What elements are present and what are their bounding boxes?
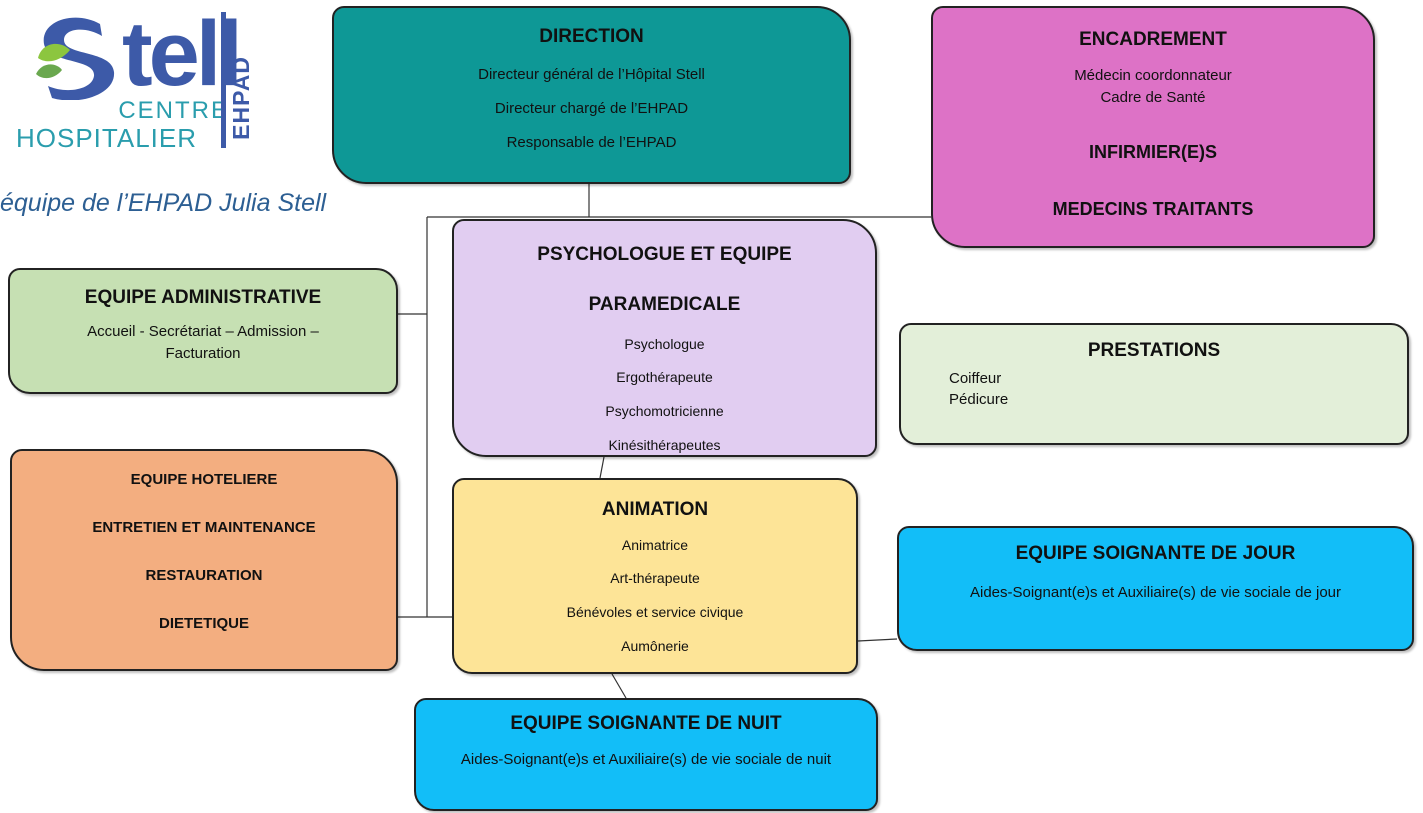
prestations-title: PRESTATIONS bbox=[1087, 340, 1221, 361]
direction-box: DIRECTION Directeur général de l’Hôpital… bbox=[332, 6, 851, 184]
admin-line: Accueil - Secrétariat – Admission – bbox=[87, 322, 319, 340]
encadrement-box: ENCADREMENT Médecin coordonnateur Cadre … bbox=[931, 6, 1375, 248]
psycho-line: Psychomotricienne bbox=[605, 403, 724, 420]
soignante-jour-box: EQUIPE SOIGNANTE DE JOUR Aides-Soignant(… bbox=[897, 526, 1414, 651]
stell-logo: tell CENTRE HOSPITALIER EHPAD bbox=[14, 8, 259, 162]
encadrement-medecins: MEDECINS TRAITANTS bbox=[1052, 199, 1254, 220]
encadrement-title: ENCADREMENT bbox=[1079, 29, 1227, 50]
logo-divider bbox=[221, 12, 226, 148]
nuit-line: Aides-Soignant(e)s et Auxiliaire(s) de v… bbox=[460, 750, 832, 768]
connector-animation-nuit bbox=[611, 673, 627, 699]
hoteliere-line: DIETETIQUE bbox=[158, 615, 249, 632]
connector-psycho-animation bbox=[599, 456, 605, 479]
animation-line: Bénévoles et service civique bbox=[566, 604, 744, 621]
encadrement-line: Cadre de Santé bbox=[1100, 88, 1206, 106]
leaf-s-icon bbox=[36, 17, 115, 100]
direction-title: DIRECTION bbox=[539, 26, 644, 47]
hoteliere-line: ENTRETIEN ET MAINTENANCE bbox=[92, 519, 316, 536]
psycho-line: Kinésithérapeutes bbox=[608, 436, 721, 453]
prestations-box: PRESTATIONS Coiffeur Pédicure bbox=[899, 323, 1409, 445]
prestations-line: Coiffeur bbox=[949, 369, 1002, 387]
logo-hospitalier: HOSPITALIER bbox=[16, 123, 198, 153]
jour-line: Aides-Soignant(e)s et Auxiliaire(s) de v… bbox=[969, 583, 1341, 601]
admin-title: EQUIPE ADMINISTRATIVE bbox=[84, 287, 322, 308]
admin-line: Facturation bbox=[165, 344, 241, 362]
nuit-title: EQUIPE SOIGNANTE DE NUIT bbox=[510, 713, 782, 734]
prestations-line: Pédicure bbox=[949, 390, 1009, 408]
page-caption: équipe de l’EHPAD Julia Stell bbox=[0, 189, 327, 217]
psycho-line: Psychologue bbox=[624, 335, 705, 352]
psycho-title-line1: PSYCHOLOGUE ET EQUIPE bbox=[537, 244, 792, 265]
direction-line: Directeur général de l’Hôpital Stell bbox=[478, 65, 705, 83]
encadrement-line: Médecin coordonnateur bbox=[1074, 66, 1232, 84]
animation-line: Aumônerie bbox=[621, 638, 689, 655]
psycho-title-line2: PARAMEDICALE bbox=[588, 294, 741, 316]
hoteliere-line: EQUIPE HOTELIERE bbox=[130, 471, 278, 488]
psycho-line: Ergothérapeute bbox=[616, 369, 713, 386]
hoteliere-box: EQUIPE HOTELIERE ENTRETIEN ET MAINTENANC… bbox=[10, 449, 398, 671]
hoteliere-line: RESTAURATION bbox=[145, 567, 263, 584]
admin-box: EQUIPE ADMINISTRATIVE Accueil - Secrétar… bbox=[8, 268, 398, 394]
soignante-nuit-box: EQUIPE SOIGNANTE DE NUIT Aides-Soignant(… bbox=[414, 698, 878, 811]
animation-line: Animatrice bbox=[621, 536, 689, 553]
animation-box: ANIMATION Animatrice Art-thérapeute Béné… bbox=[452, 478, 858, 674]
direction-line: Directeur chargé de l’EHPAD bbox=[494, 99, 689, 117]
animation-line: Art-thérapeute bbox=[610, 570, 700, 587]
encadrement-infirmiers: INFIRMIER(E)S bbox=[1089, 141, 1217, 162]
logo-centre: CENTRE bbox=[118, 97, 229, 124]
logo-ehpad: EHPAD bbox=[228, 56, 254, 140]
psycho-paramedical-box: PSYCHOLOGUE ET EQUIPE PARAMEDICALE Psych… bbox=[452, 219, 877, 457]
animation-title: ANIMATION bbox=[601, 499, 709, 520]
direction-line: Responsable de l’EHPAD bbox=[506, 133, 677, 151]
connector-animation-jour bbox=[857, 638, 898, 642]
jour-title: EQUIPE SOIGNANTE DE JOUR bbox=[1015, 543, 1296, 564]
